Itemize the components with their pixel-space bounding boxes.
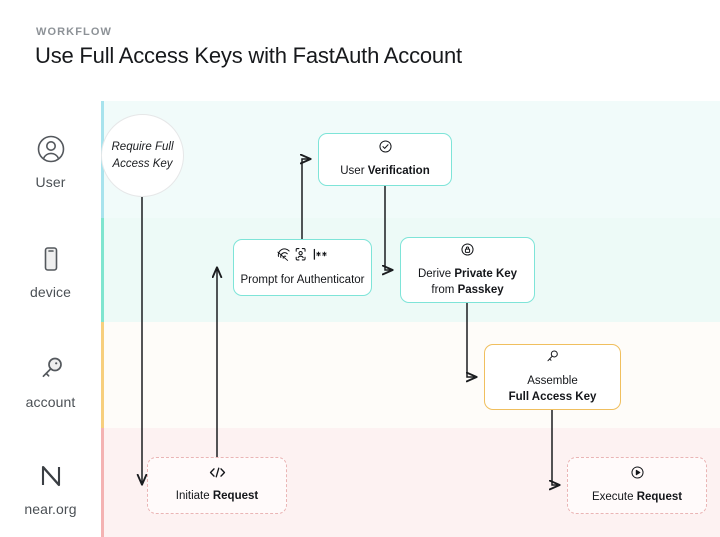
node-label: Initiate Request <box>175 490 259 503</box>
lane-label-device: device <box>0 240 101 302</box>
lock-circle-icon <box>460 242 475 262</box>
lane-label-text: device <box>29 283 72 300</box>
lane-accent-account <box>101 322 104 428</box>
swimlane-canvas: Require Full Access Key User Verificatio… <box>101 101 720 537</box>
node-prompt-for-authenticator[interactable]: Prompt for Authenticator <box>233 239 372 296</box>
lane-label-near: near.org <box>0 457 101 519</box>
page-title: Use Full Access Keys with FastAuth Accou… <box>35 43 462 68</box>
node-label: User Verification <box>340 165 430 178</box>
node-label: Require Full Access Key <box>111 140 174 170</box>
lane-label-text: User <box>35 173 66 190</box>
key-icon <box>544 349 561 369</box>
near-logo-icon <box>35 460 67 492</box>
node-label: Derive Private Key from Passkey <box>417 268 518 296</box>
user-circle-icon <box>35 133 67 165</box>
lane-label-text: near.org <box>24 500 77 517</box>
lane-accent-near <box>101 428 104 537</box>
code-brackets-icon <box>208 466 227 484</box>
lane-label-account: account <box>0 350 101 412</box>
node-require-full-access-key[interactable]: Require Full Access Key <box>101 114 184 197</box>
lane-label-user: User <box>0 130 101 192</box>
password-icon <box>313 249 327 261</box>
node-derive-private-key[interactable]: Derive Private Key from Passkey <box>400 237 535 303</box>
lane-accent-device <box>101 218 104 322</box>
check-circle-icon <box>378 139 393 159</box>
fingerprint-icon <box>276 248 290 262</box>
workflow-kicker: WORKFLOW <box>36 26 113 38</box>
node-execute-request[interactable]: Execute Request <box>567 457 707 514</box>
node-label: Assemble Full Access Key <box>508 375 597 403</box>
mobile-phone-icon <box>35 243 67 275</box>
node-initiate-request[interactable]: Initiate Request <box>147 457 287 514</box>
authenticator-icon-group <box>274 246 332 268</box>
connector-layer <box>101 101 720 537</box>
node-label: Execute Request <box>591 491 683 504</box>
node-label: Prompt for Authenticator <box>240 274 365 287</box>
node-assemble-full-access-key[interactable]: Assemble Full Access Key <box>484 344 621 410</box>
key-icon <box>35 353 67 385</box>
play-circle-icon <box>630 465 645 485</box>
node-user-verification[interactable]: User Verification <box>318 133 452 186</box>
lane-label-text: account <box>25 393 76 410</box>
face-id-icon <box>295 248 306 261</box>
